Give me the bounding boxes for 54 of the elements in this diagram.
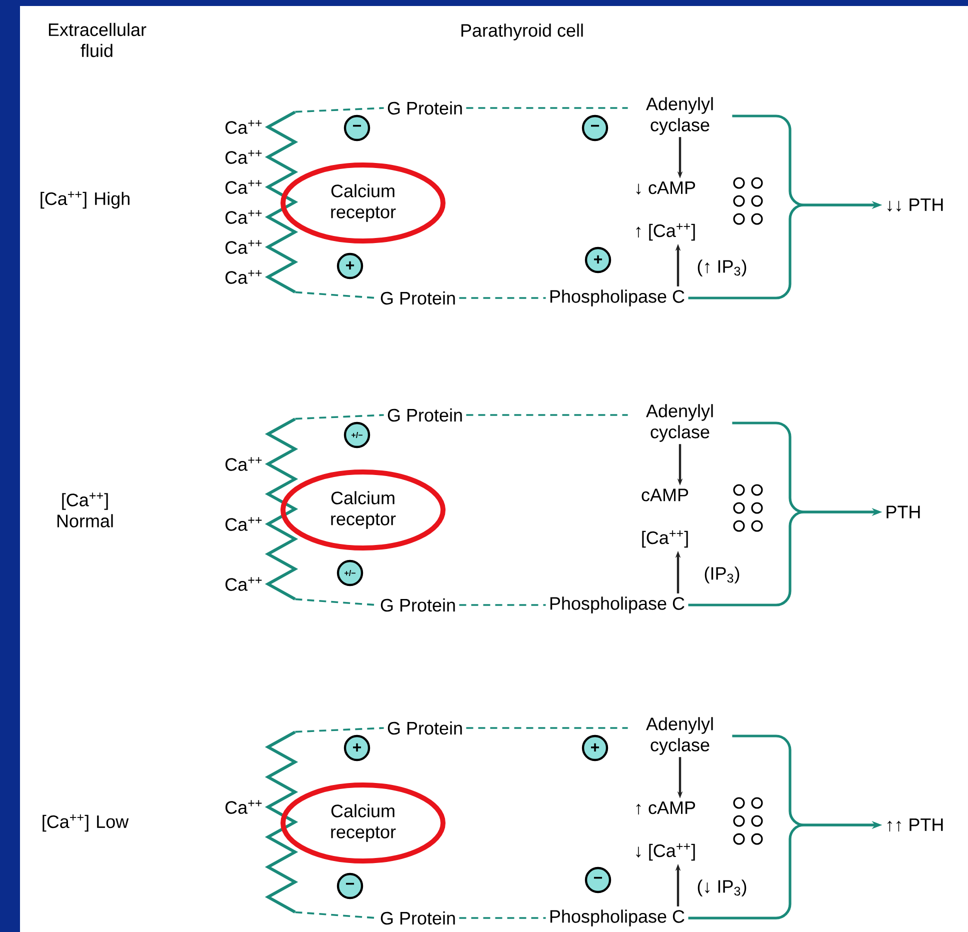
ion-label: Ca$^{++}$ bbox=[226, 210, 262, 224]
ion-label: Ca$^{++}$ bbox=[226, 240, 262, 254]
dashed-line bbox=[295, 414, 384, 420]
dashed-line bbox=[295, 598, 377, 606]
ion-label: Ca$^{++}$ bbox=[226, 180, 262, 194]
condition-label: [Ca$^{++}$] Low bbox=[42, 814, 129, 832]
dashed-line bbox=[466, 414, 628, 416]
region-label: Parathyroid cell bbox=[461, 24, 583, 40]
enzyme-label: Adenylyl cyclase bbox=[646, 404, 713, 442]
dashed-line bbox=[466, 107, 628, 109]
dashed-line bbox=[466, 727, 628, 729]
region-label: Extracellular fluid bbox=[48, 22, 146, 58]
messenger-label: [Ca$^{++}$] bbox=[642, 530, 688, 548]
enzyme-label: Adenylyl cyclase bbox=[646, 97, 713, 135]
enzyme-label: Phospholipase C bbox=[550, 910, 684, 926]
condition-label: [Ca$^{++}$] High bbox=[40, 191, 130, 209]
dashed-line bbox=[295, 107, 384, 113]
ion-label: Ca$^{++}$ bbox=[226, 457, 262, 471]
enzyme-label: Phospholipase C bbox=[550, 290, 684, 306]
dashed-line bbox=[295, 291, 377, 299]
hormone-label: ↓↓ PTH bbox=[888, 198, 943, 212]
hormone-label: ↑↑ PTH bbox=[888, 818, 943, 832]
messenger-label: (↓ IP$_{3}$) bbox=[698, 880, 746, 896]
messenger-label: (↑ IP$_{3}$) bbox=[698, 260, 746, 276]
messenger-label: cAMP bbox=[642, 488, 688, 502]
messenger-label: ↑ [Ca$^{++}$] bbox=[636, 223, 695, 241]
enzyme-label: Phospholipase C bbox=[550, 596, 684, 614]
protein-label: G Protein bbox=[380, 911, 455, 925]
dashed-line bbox=[459, 917, 546, 919]
protein-label: G Protein bbox=[380, 291, 455, 305]
membrane-drawing bbox=[264, 730, 298, 914]
protein-label: G Protein bbox=[388, 721, 462, 735]
protein-label: G Protein bbox=[388, 101, 462, 115]
ion-label: Ca$^{++}$ bbox=[226, 270, 262, 284]
membrane-drawing bbox=[264, 418, 298, 600]
ion-label: Ca$^{++}$ bbox=[226, 150, 262, 164]
membrane-drawing bbox=[264, 110, 298, 294]
messenger-label: (IP$_{3}$) bbox=[704, 566, 740, 584]
ion-label: Ca$^{++}$ bbox=[226, 120, 262, 134]
ion-label: Ca$^{++}$ bbox=[226, 517, 262, 531]
protein-label: G Protein bbox=[388, 408, 462, 422]
dashed-line bbox=[459, 604, 546, 606]
ion-label: Ca$^{++}$ bbox=[226, 577, 262, 591]
condition-label: [Ca$^{++}$] Normal bbox=[57, 492, 113, 528]
messenger-label: ↑ cAMP bbox=[636, 802, 696, 814]
dashed-line bbox=[295, 727, 384, 733]
messenger-label: ↓ [Ca$^{++}$] bbox=[636, 843, 695, 861]
enzyme-label: Adenylyl cyclase bbox=[646, 717, 713, 755]
protein-label: G Protein bbox=[380, 598, 455, 612]
messenger-label: ↓ cAMP bbox=[636, 182, 696, 194]
dashed-line bbox=[459, 297, 546, 299]
hormone-label: PTH bbox=[886, 506, 920, 518]
ion-label: Ca$^{++}$ bbox=[226, 800, 262, 814]
dashed-line bbox=[295, 911, 377, 919]
